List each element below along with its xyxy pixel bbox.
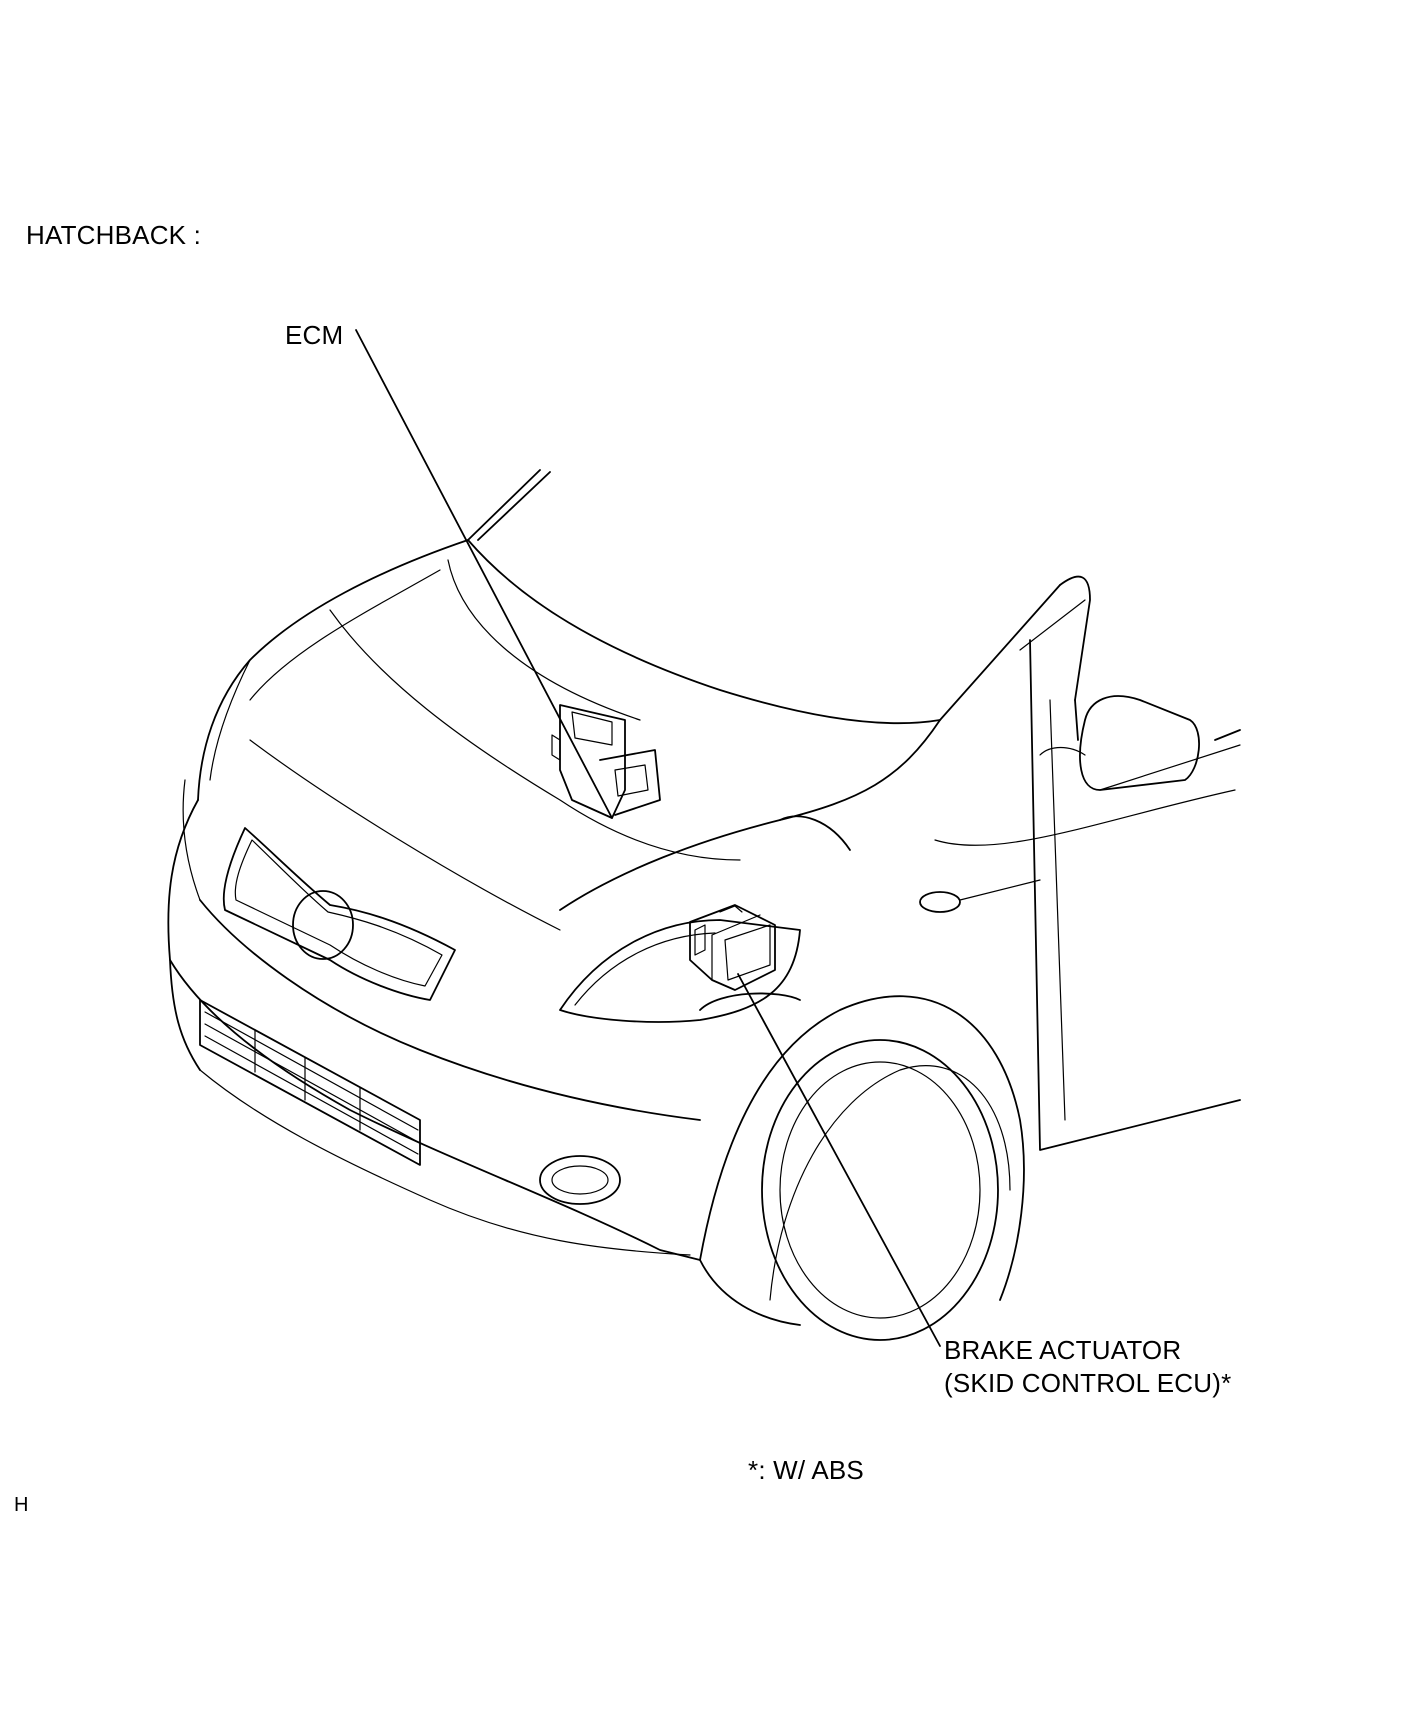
diagram-heading: HATCHBACK : [26, 220, 202, 250]
corner-mark: H [14, 1494, 29, 1516]
ecm-label: ECM [285, 320, 344, 350]
brake-actuator-label: BRAKE ACTUATOR [944, 1335, 1182, 1365]
footnote: *: W/ ABS [748, 1455, 864, 1485]
brake-actuator-sketch [689, 904, 776, 991]
brake-actuator-sublabel: (SKID CONTROL ECU)* [944, 1368, 1232, 1398]
ecm-unit-sketch [551, 704, 661, 819]
brake-actuator-leader-line [737, 973, 941, 1347]
ecm-leader-line [355, 329, 613, 819]
